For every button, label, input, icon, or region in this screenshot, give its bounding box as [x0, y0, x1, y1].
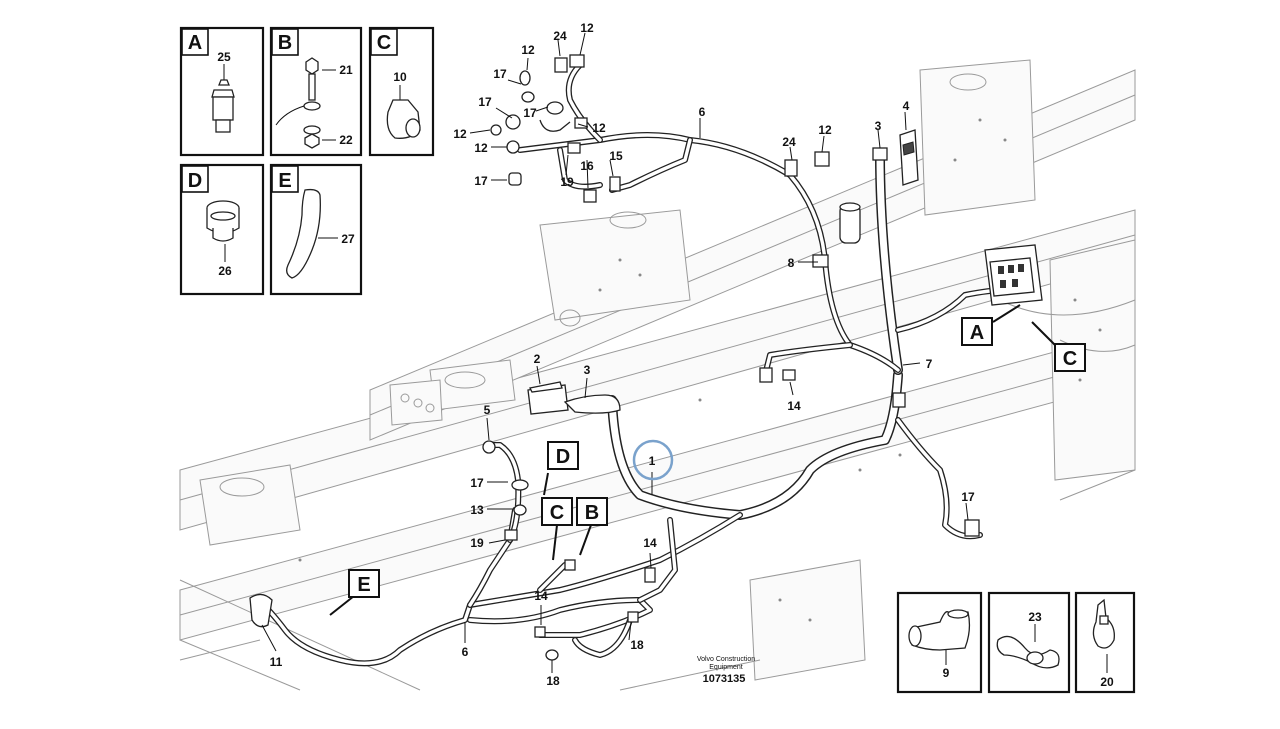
- part-label: 13: [470, 503, 484, 517]
- footer: Volvo Construction Equipment 1073135: [697, 656, 755, 685]
- callout-a: A: [961, 317, 993, 346]
- part-label: 25: [217, 50, 231, 64]
- part-label: 18: [630, 638, 644, 652]
- part-label: 14: [787, 399, 801, 413]
- rubber-boot-icon: [386, 99, 421, 139]
- part-label: 20: [1100, 675, 1114, 689]
- callout-lines: [329, 304, 1058, 616]
- part-label: 7: [926, 357, 933, 371]
- detail-box-c-letter: C: [377, 32, 391, 54]
- callout-e-label: E: [357, 574, 370, 596]
- part-label: 17: [478, 95, 492, 109]
- part-label: 6: [699, 105, 706, 119]
- footer-line1: Volvo Construction: [697, 656, 755, 663]
- part-label: 11: [270, 655, 283, 669]
- part-label: 8: [788, 256, 795, 270]
- part-label: 4: [903, 99, 910, 113]
- part-label: 14: [534, 589, 548, 603]
- detail-box-c: C 10: [368, 26, 435, 157]
- cable-tie-icon: [1092, 598, 1115, 649]
- part-label: 26: [218, 264, 232, 278]
- part-label: 19: [470, 536, 484, 550]
- part-label: 12: [580, 21, 594, 35]
- callout-c-left: C: [541, 497, 573, 526]
- part-label: 14: [643, 536, 657, 550]
- leader-lines: [261, 32, 969, 673]
- cable-clamp-icon: [996, 635, 1060, 669]
- part-labels: 24 12 12 17 17 17 12 12 17 12 16 15 19 1…: [270, 21, 975, 688]
- footer-number: 1073135: [703, 673, 746, 685]
- elbow-boot-icon: [908, 609, 971, 651]
- part-label: 12: [453, 127, 467, 141]
- part-label: 12: [521, 43, 535, 57]
- grommet-icon: [206, 200, 240, 242]
- detail-box-d: D 26: [179, 163, 265, 296]
- part-label: 5: [484, 403, 491, 417]
- detail-box-20: 20: [1074, 591, 1136, 694]
- protective-sleeve-icon: [286, 188, 321, 279]
- part-label: 16: [580, 159, 594, 173]
- highlight-ring: [632, 439, 674, 481]
- part-label: 15: [609, 149, 623, 163]
- part-label: 18: [546, 674, 560, 688]
- detail-box-e: E 27: [269, 163, 363, 296]
- part-label: 1: [649, 454, 656, 468]
- part-label: 3: [875, 119, 882, 133]
- part-label: 12: [592, 121, 606, 135]
- part-label: 24: [553, 29, 567, 43]
- part-label: 22: [339, 133, 353, 147]
- callout-c-right-label: C: [1063, 348, 1077, 370]
- footer-line2: Equipment: [709, 664, 743, 671]
- part-label: 27: [341, 232, 355, 246]
- part-label: 17: [493, 67, 507, 81]
- part-label: 17: [961, 490, 975, 504]
- detail-box-d-letter: D: [188, 170, 202, 192]
- callout-c-left-label: C: [550, 502, 564, 524]
- part-label: 17: [470, 476, 484, 490]
- chassis-frame: [179, 59, 1136, 691]
- part-label: 6: [462, 645, 469, 659]
- part-label: 21: [339, 63, 353, 77]
- callout-a-label: A: [970, 322, 984, 344]
- bolt-icon: [275, 57, 321, 149]
- detail-box-a: A 25: [179, 26, 265, 157]
- part-label: 17: [523, 106, 537, 120]
- fuse-holder-icon: [211, 79, 235, 133]
- detail-box-e-letter: E: [278, 170, 291, 192]
- components: [249, 54, 1043, 661]
- detail-box-b: B 21 22: [269, 26, 363, 157]
- part-label: 12: [474, 141, 488, 155]
- part-label: 12: [818, 123, 832, 137]
- part-label: 3: [584, 363, 591, 377]
- callout-b: B: [576, 497, 608, 526]
- part-label: 19: [560, 175, 574, 189]
- detail-box-23: 23: [987, 591, 1071, 694]
- part-label: 10: [393, 70, 407, 84]
- detail-box-b-letter: B: [278, 32, 292, 54]
- part-label: 2: [534, 352, 541, 366]
- part-label: 24: [782, 135, 796, 149]
- detail-box-a-letter: A: [188, 32, 202, 54]
- callout-e: E: [348, 569, 380, 598]
- callout-d-label: D: [556, 446, 570, 468]
- callout-d: D: [547, 441, 579, 470]
- part-label: 23: [1028, 610, 1042, 624]
- part-label: 17: [474, 174, 488, 188]
- callout-b-label: B: [585, 502, 599, 524]
- part-label: 9: [943, 666, 950, 680]
- callout-c-right: C: [1054, 343, 1086, 372]
- detail-box-9: 9: [896, 591, 983, 694]
